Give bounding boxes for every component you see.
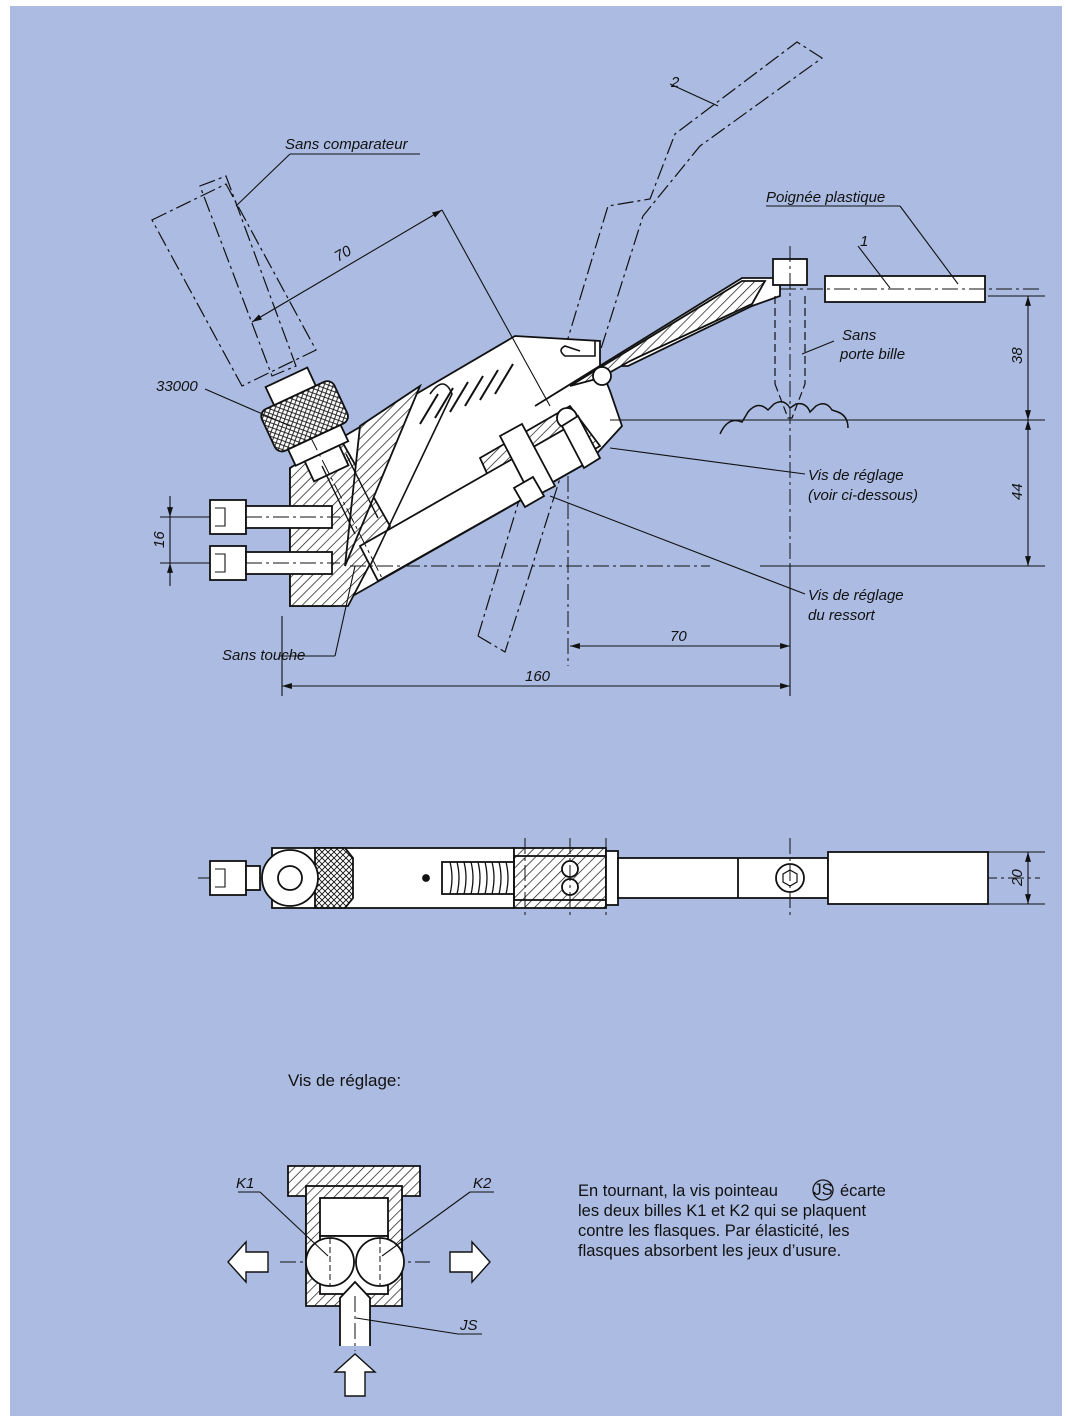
- label-ref-33000: 33000: [156, 378, 198, 395]
- description-line-1-start: En tournant, la vis pointeau: [578, 1182, 778, 1200]
- spring-wire: [369, 383, 453, 567]
- phantom-lever-position-2: [477, 41, 824, 653]
- js-symbol-text: JS: [813, 1181, 832, 1199]
- label-vis-reglage-2: (voir ci-dessous): [808, 487, 918, 504]
- side-spring: [449, 861, 509, 895]
- detail-housing-inner: [319, 1197, 389, 1237]
- label-k2: K2: [473, 1175, 492, 1192]
- dim-38: 38: [1009, 347, 1026, 364]
- label-sans-porte-bille-2: porte bille: [839, 346, 905, 363]
- phantom-comparator: [151, 175, 317, 387]
- label-sans-porte-bille-1: Sans: [842, 327, 877, 344]
- side-screw-head: [209, 860, 247, 896]
- adjust-ball-top: [592, 366, 612, 386]
- detail-arrow-left: [227, 1240, 269, 1284]
- detail-heading: Vis de réglage:: [288, 1071, 401, 1090]
- detail-labels: K1 K2 JS: [236, 1175, 492, 1334]
- gear-teeth: [719, 401, 849, 435]
- leader-lines: [204, 83, 959, 657]
- dim-20: 20: [1009, 869, 1026, 887]
- description-line-4: flasques absorbent les jeux d’usure.: [578, 1242, 841, 1260]
- spring-screw: [498, 422, 557, 500]
- detail-screw-js: [339, 1280, 371, 1346]
- reglage-screw: [560, 414, 602, 470]
- label-js: JS: [459, 1317, 478, 1334]
- side-knob: [314, 847, 354, 909]
- detail-view: [227, 1165, 494, 1397]
- label-item-1: 1: [860, 233, 868, 250]
- js-symbol-circle: [812, 1179, 834, 1201]
- top-view-labels: 2 Sans comparateur Poignée plastique 1 S…: [151, 74, 1026, 685]
- description-line-1-end: écarte: [840, 1182, 886, 1200]
- label-item-2: 2: [670, 74, 680, 91]
- description-line-2: les deux billes K1 et K2 qui se plaquent: [578, 1202, 866, 1220]
- label-vis-reglage-1: Vis de réglage: [808, 467, 904, 484]
- label-vis-ressort-1: Vis de réglage: [808, 587, 904, 604]
- label-k1: K1: [236, 1175, 254, 1192]
- screw-nut: [512, 475, 546, 509]
- lever-clip: [560, 341, 596, 357]
- drawing-panel: 2 Sans comparateur Poignée plastique 1 S…: [10, 6, 1062, 1416]
- description-line-3: contre les flasques. Par élasticité, les: [578, 1222, 849, 1240]
- comparator-knob: [260, 366, 350, 483]
- top-view: [151, 41, 1045, 696]
- side-handle: [827, 851, 989, 905]
- detail-description: En tournant, la vis pointeau JS écarte l…: [578, 1179, 886, 1260]
- comparator-stem: [309, 435, 383, 579]
- panel-background: [10, 6, 1062, 1416]
- side-screw-upper: [209, 499, 340, 535]
- side-screw-lower: [209, 545, 340, 581]
- label-sans-touche: Sans touche: [222, 647, 305, 664]
- dim-70-horizontal: 70: [670, 628, 687, 645]
- dim-44: 44: [1009, 483, 1026, 500]
- dim-160: 160: [525, 668, 551, 685]
- side-view: [198, 838, 1045, 918]
- dim-70-inclined: 70: [332, 242, 356, 265]
- label-vis-ressort-2: du ressort: [808, 607, 876, 624]
- body-fins: [419, 363, 514, 425]
- dim-16: 16: [151, 531, 168, 548]
- body-section-inner: [344, 383, 422, 567]
- detail-arrow-right: [449, 1240, 491, 1284]
- detail-arrow-up: [333, 1353, 377, 1397]
- side-section-block: [513, 847, 607, 909]
- label-poignee-plastique: Poignée plastique: [766, 189, 885, 206]
- label-sans-comparateur: Sans comparateur: [285, 136, 409, 153]
- technical-drawing: 2 Sans comparateur Poignée plastique 1 S…: [10, 6, 1062, 1416]
